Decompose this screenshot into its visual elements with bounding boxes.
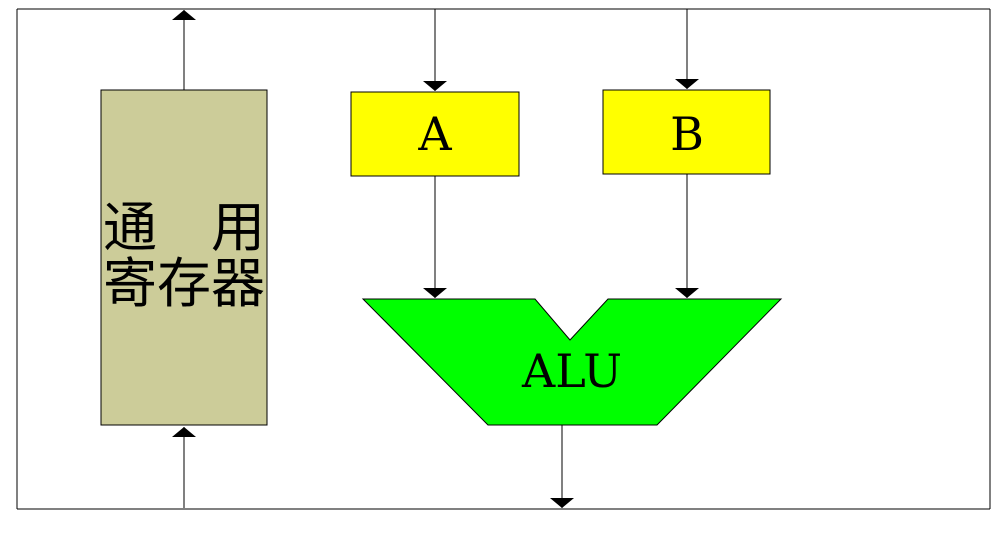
arrows xyxy=(172,9,699,508)
data-bus xyxy=(16,8,991,510)
register-a: A xyxy=(350,91,520,177)
register-a-label: A xyxy=(417,107,452,161)
register-file-label-line1: 通 用 xyxy=(103,196,265,259)
register-file-box xyxy=(100,89,268,426)
register-file-label-line2: 寄存器 xyxy=(103,252,265,315)
register-a-box xyxy=(350,91,520,177)
alu-shape xyxy=(361,298,783,426)
register-b-box xyxy=(602,89,771,175)
alu-label: ALU xyxy=(521,344,622,398)
register-b-label: B xyxy=(670,107,704,161)
register-file: 通 用 寄存器 xyxy=(100,89,268,426)
register-b: B xyxy=(602,89,771,175)
alu: ALU xyxy=(361,298,783,426)
